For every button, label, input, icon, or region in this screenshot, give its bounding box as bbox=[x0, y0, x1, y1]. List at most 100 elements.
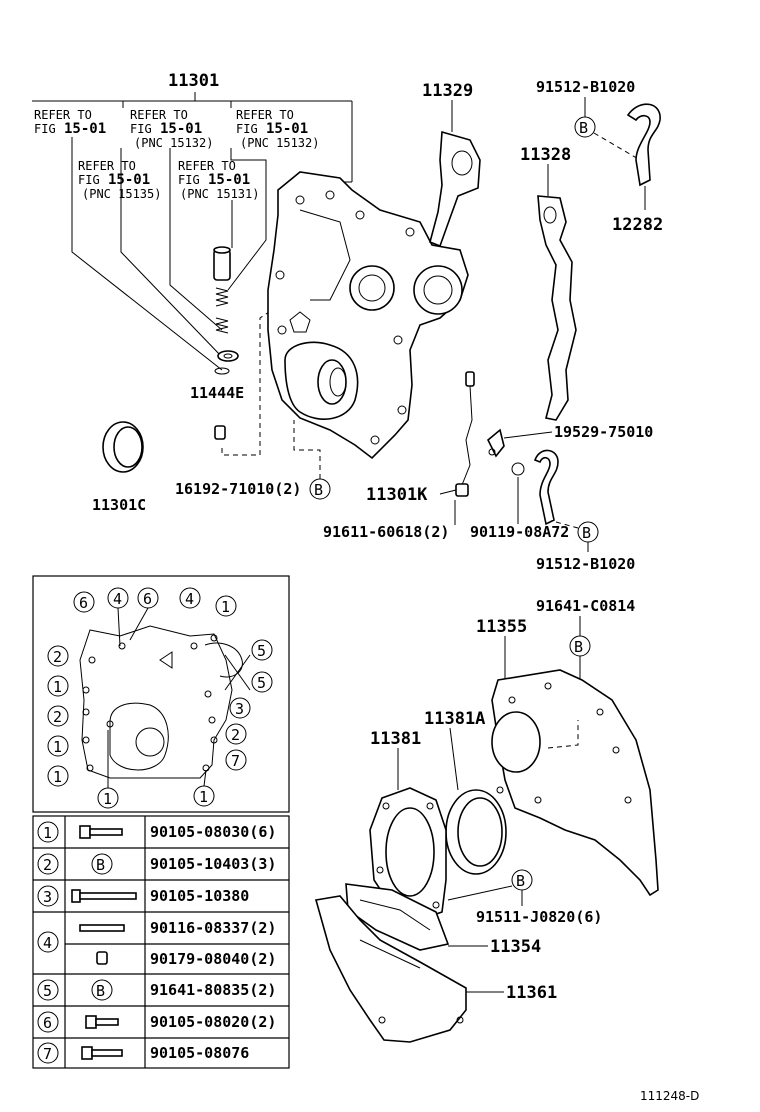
table-row[interactable]: 5 B 91641-80835(2) bbox=[37, 979, 276, 1001]
svg-text:1: 1 bbox=[103, 790, 112, 808]
callout-11381A[interactable]: 11381A bbox=[424, 709, 485, 729]
svg-text:90105-10380: 90105-10380 bbox=[150, 887, 249, 905]
svg-text:91641-80835(2): 91641-80835(2) bbox=[150, 981, 276, 999]
callout-11301K[interactable]: 11301K bbox=[366, 485, 428, 505]
callout-90119[interactable]: 90119-08A72 bbox=[470, 523, 569, 541]
callout-91641-top[interactable]: 91641-C0814 bbox=[536, 597, 635, 615]
washer bbox=[217, 350, 239, 362]
b-marker: B bbox=[91, 853, 113, 875]
svg-text:3: 3 bbox=[43, 888, 52, 906]
svg-text:1: 1 bbox=[53, 678, 62, 696]
table-row[interactable]: 6 90105-08020(2) bbox=[37, 1011, 276, 1033]
svg-text:(PNC 15132): (PNC 15132) bbox=[240, 136, 319, 150]
svg-text:FIG: FIG bbox=[178, 173, 200, 187]
stud-icon bbox=[79, 924, 125, 932]
svg-text:7: 7 bbox=[43, 1045, 52, 1063]
svg-text:90179-08040(2): 90179-08040(2) bbox=[150, 950, 276, 968]
bolt-medium-icon bbox=[81, 1046, 123, 1060]
timing-chain-cover bbox=[267, 171, 469, 460]
svg-text:2: 2 bbox=[53, 708, 62, 726]
table-row[interactable]: 4 90116-08337(2) bbox=[37, 919, 276, 953]
svg-text:90105-08020(2): 90105-08020(2) bbox=[150, 1013, 276, 1031]
gasket-11329 bbox=[429, 130, 481, 248]
svg-text:7: 7 bbox=[231, 752, 240, 770]
svg-text:6: 6 bbox=[79, 594, 88, 612]
svg-text:1: 1 bbox=[53, 738, 62, 756]
table-row[interactable]: 90179-08040(2) bbox=[96, 950, 276, 968]
callout-11329[interactable]: 11329 bbox=[422, 81, 473, 101]
svg-text:2: 2 bbox=[43, 856, 52, 874]
callout-91512-top[interactable]: 91512-B1020 bbox=[536, 78, 635, 96]
svg-text:2: 2 bbox=[231, 726, 240, 744]
svg-text:1: 1 bbox=[221, 598, 230, 616]
callout-91512-bottom[interactable]: 91512-B1020 bbox=[536, 555, 635, 573]
snap-ring bbox=[214, 367, 230, 375]
callout-12282[interactable]: 12282 bbox=[612, 215, 663, 235]
callout-11301[interactable]: 11301 bbox=[168, 71, 219, 91]
table-row[interactable]: 1 90105-08030(6) bbox=[37, 821, 276, 843]
table-row[interactable]: 7 90105-08076 bbox=[37, 1042, 249, 1064]
table-row[interactable]: 3 90105-10380 bbox=[37, 885, 249, 907]
b-marker-90119 bbox=[511, 462, 525, 476]
refer-note-3: REFER TO FIG 15-01 (PNC 15132) bbox=[236, 108, 319, 150]
svg-text:5: 5 bbox=[257, 642, 266, 660]
svg-text:15-01: 15-01 bbox=[160, 121, 202, 137]
refer-note-4: REFER TO FIG 15-01 (PNC 15135) bbox=[78, 159, 161, 201]
bolt-locator-box bbox=[32, 575, 290, 813]
svg-text:(PNC 15131): (PNC 15131) bbox=[180, 187, 259, 201]
svg-text:4: 4 bbox=[113, 590, 122, 608]
svg-text:REFER TO: REFER TO bbox=[34, 108, 92, 122]
svg-text:6: 6 bbox=[43, 1014, 52, 1032]
bolt-table bbox=[32, 815, 290, 1069]
callout-91611[interactable]: 91611-60618(2) bbox=[323, 523, 449, 541]
svg-text:5: 5 bbox=[43, 982, 52, 1000]
locator-numbers: 6 4 6 4 1 5 5 2 1 2 1 1 3 2 7 1 1 bbox=[47, 587, 273, 809]
svg-text:B: B bbox=[314, 481, 323, 499]
oil-pan-gasket-11361 bbox=[314, 895, 467, 1043]
callout-11381[interactable]: 11381 bbox=[370, 729, 421, 749]
svg-text:90105-08030(6): 90105-08030(6) bbox=[150, 823, 276, 841]
oil-seal-11301C bbox=[102, 421, 144, 473]
callout-19529[interactable]: 19529-75010 bbox=[554, 423, 653, 441]
svg-text:1: 1 bbox=[43, 824, 52, 842]
svg-text:B: B bbox=[579, 119, 588, 137]
svg-text:B: B bbox=[582, 524, 591, 542]
svg-text:3: 3 bbox=[235, 700, 244, 718]
rear-end-plate-11355 bbox=[491, 669, 659, 897]
svg-text:4: 4 bbox=[185, 590, 194, 608]
callout-11444E[interactable]: 11444E bbox=[190, 384, 244, 402]
svg-text:1: 1 bbox=[199, 788, 208, 806]
bolt-flange-icon bbox=[79, 825, 123, 839]
svg-text:B: B bbox=[96, 856, 105, 874]
svg-text:15-01: 15-01 bbox=[108, 172, 150, 188]
b-marker-16192: B bbox=[309, 478, 331, 500]
svg-text:15-01: 15-01 bbox=[64, 121, 106, 137]
sensor-wire bbox=[455, 371, 475, 497]
svg-text:4: 4 bbox=[43, 934, 52, 952]
svg-text:FIG: FIG bbox=[130, 122, 152, 136]
callout-11361[interactable]: 11361 bbox=[506, 983, 557, 1003]
oil-seal-11381A bbox=[445, 789, 507, 875]
bolt-short-icon bbox=[85, 1015, 119, 1029]
b-marker-91512-bottom: B bbox=[577, 521, 599, 543]
callout-11354[interactable]: 11354 bbox=[490, 937, 541, 957]
svg-text:1: 1 bbox=[53, 768, 62, 786]
callout-91511[interactable]: 91511-J0820(6) bbox=[476, 908, 602, 926]
refer-note-1: REFER TO FIG 15-01 bbox=[34, 108, 106, 137]
callout-11328[interactable]: 11328 bbox=[520, 145, 571, 165]
nut-icon bbox=[96, 951, 108, 965]
spring-lower bbox=[215, 317, 229, 334]
svg-text:B: B bbox=[516, 872, 525, 890]
table-row[interactable]: 2 B 90105-10403(3) bbox=[37, 853, 276, 875]
svg-text:FIG: FIG bbox=[34, 122, 56, 136]
svg-text:15-01: 15-01 bbox=[208, 172, 250, 188]
svg-text:REFER TO: REFER TO bbox=[236, 108, 294, 122]
callout-11301C[interactable]: 11301C bbox=[92, 496, 146, 514]
b-marker-91511: B bbox=[511, 869, 533, 891]
callout-16192[interactable]: 16192-71010(2) bbox=[175, 480, 301, 498]
svg-text:FIG: FIG bbox=[236, 122, 258, 136]
svg-text:(PNC 15132): (PNC 15132) bbox=[134, 136, 213, 150]
engine-hanger-12282 bbox=[626, 103, 661, 187]
callout-11355[interactable]: 11355 bbox=[476, 617, 527, 637]
